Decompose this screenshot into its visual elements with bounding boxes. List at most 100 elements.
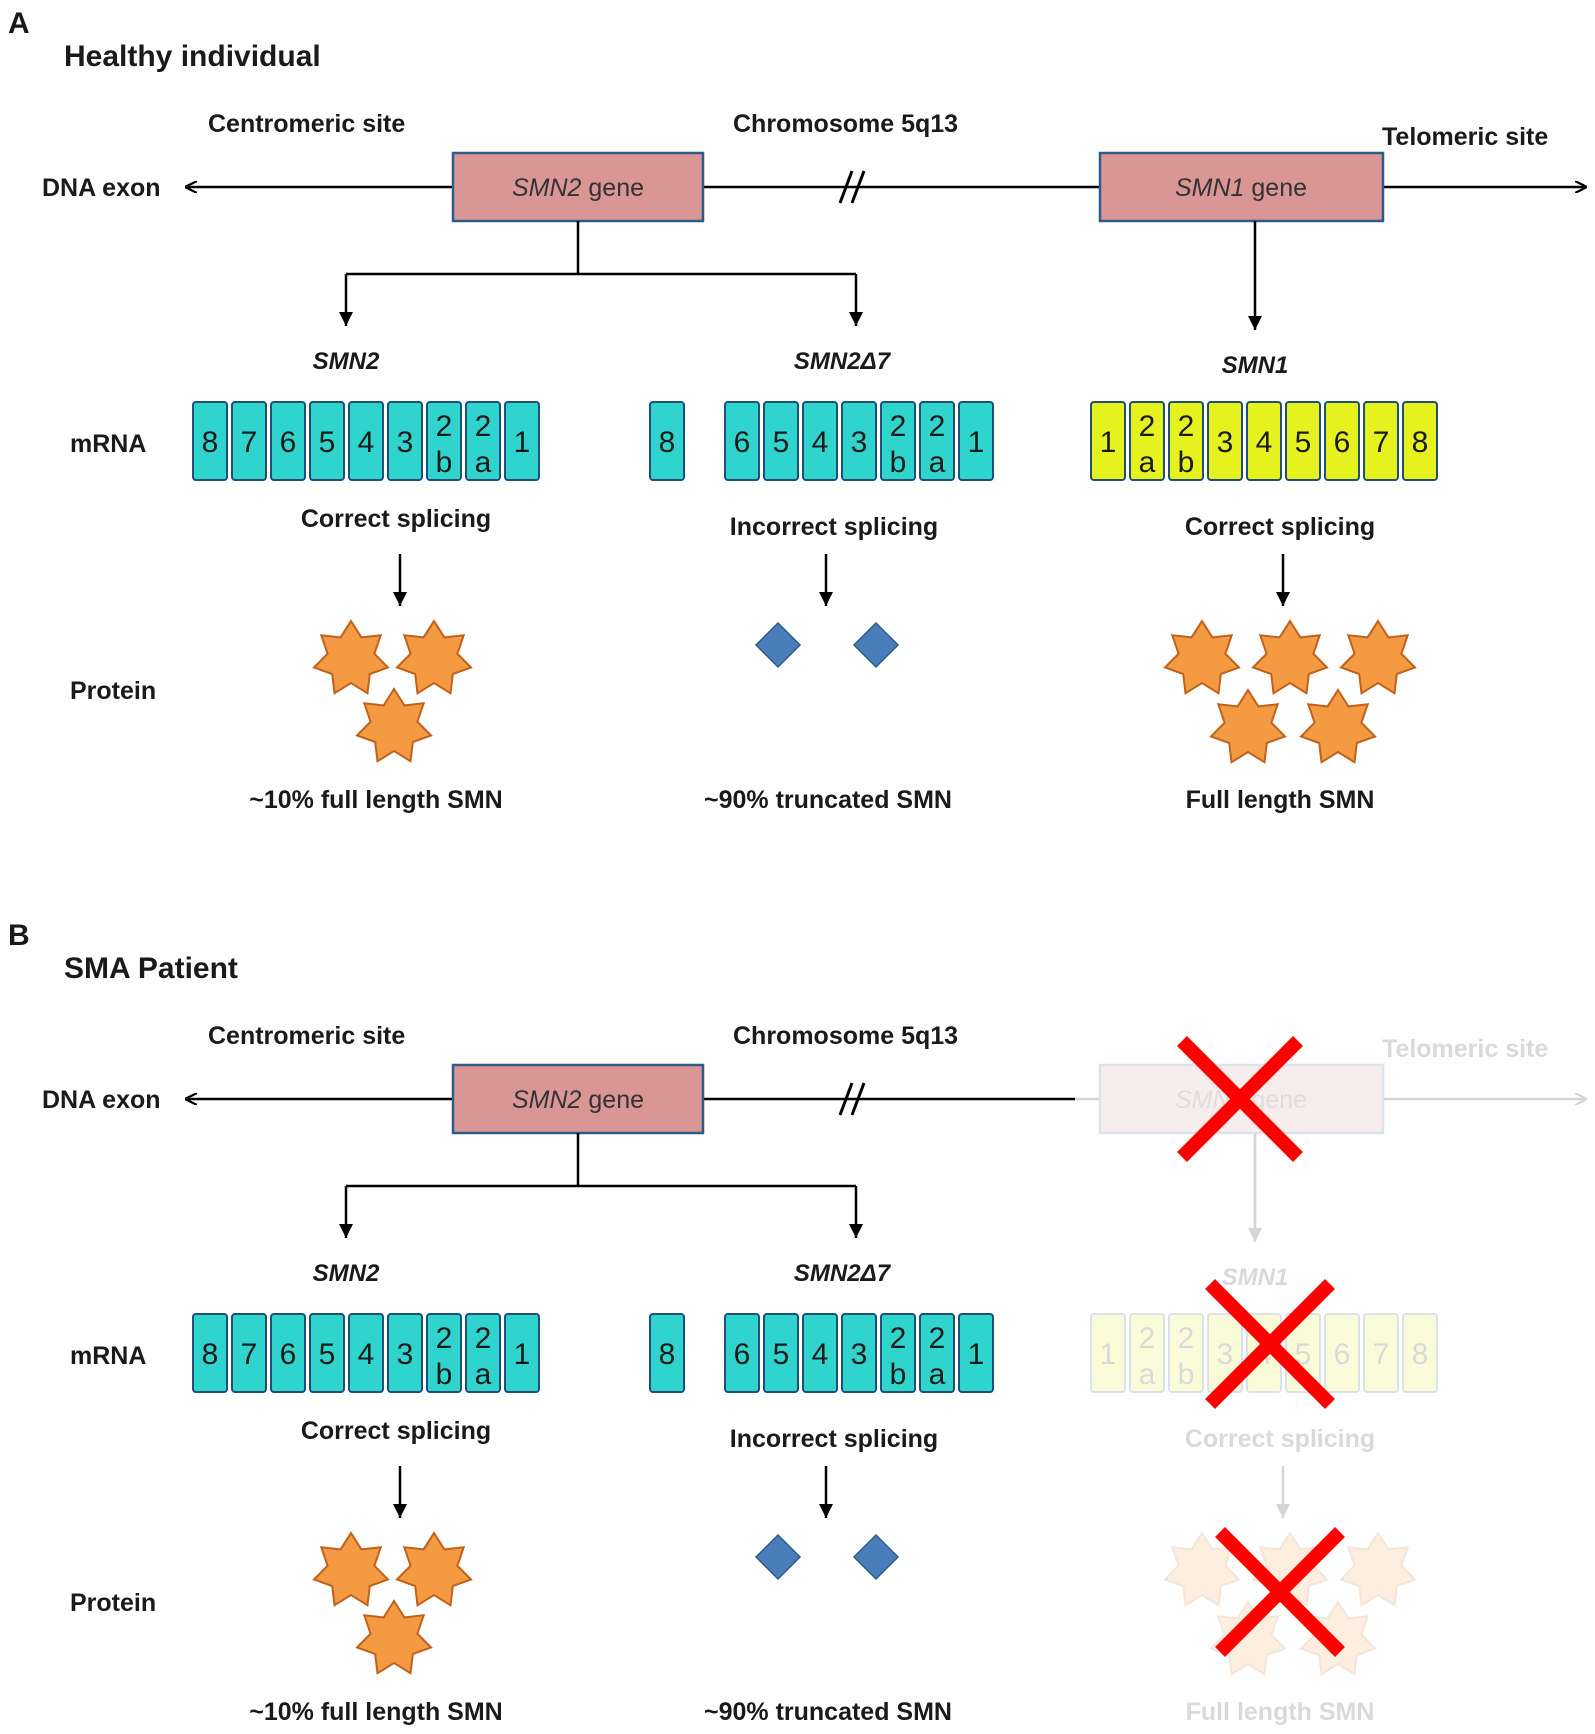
exon-box bbox=[841, 401, 877, 481]
break-mark-1 bbox=[838, 170, 854, 204]
exon-box bbox=[958, 1313, 994, 1393]
smn2-gene: SMN2 gene bbox=[451, 151, 705, 223]
exon-label: 8 bbox=[659, 1338, 676, 1371]
full-length-smn-protein bbox=[1163, 1531, 1241, 1607]
smn1-outcome-label: Full length SMN bbox=[1186, 1698, 1375, 1726]
exon-label: 5 bbox=[1295, 426, 1312, 459]
gene-suffix: gene bbox=[581, 1086, 644, 1114]
full-length-smn-protein bbox=[312, 1531, 390, 1607]
exon-label: 4 bbox=[358, 426, 375, 459]
exon-box bbox=[1324, 1313, 1360, 1393]
exon-box bbox=[387, 401, 423, 481]
smn1-exon: 4 bbox=[1246, 401, 1282, 481]
smn2-delta7-exon: 5 bbox=[763, 401, 799, 481]
smn2-delta7-exon: 8 bbox=[649, 1313, 685, 1393]
mrna-label: mRNA bbox=[70, 1342, 146, 1370]
exon-box bbox=[348, 401, 384, 481]
exon-box bbox=[649, 1313, 685, 1393]
smn2-delta7-exon: 3 bbox=[841, 1313, 877, 1393]
centromeric-site-label: Centromeric site bbox=[208, 110, 405, 138]
exon-label: 6 bbox=[280, 426, 297, 459]
protein-label: Protein bbox=[70, 677, 156, 705]
exon-box bbox=[465, 401, 501, 481]
exon-label: 7 bbox=[241, 426, 258, 459]
smn2-delta7-isoform-label: SMN2Δ7 bbox=[794, 348, 892, 375]
smn2-delta7-exon: 1 bbox=[958, 1313, 994, 1393]
smn1-isoform-label: SMN1 bbox=[1222, 352, 1289, 379]
full-length-smn-protein bbox=[1339, 619, 1417, 695]
exon-label: 8 bbox=[202, 1338, 219, 1371]
smn1-splicing-label: Correct splicing bbox=[1185, 513, 1375, 541]
exon-box bbox=[192, 401, 228, 481]
exon-box bbox=[465, 1313, 501, 1393]
exon-label: 1 bbox=[1100, 426, 1117, 459]
dna-exon-label: DNA exon bbox=[42, 174, 161, 202]
exon-label: 8 bbox=[202, 426, 219, 459]
smn2-delta7-exon: 1 bbox=[958, 401, 994, 481]
exon-box bbox=[1402, 401, 1438, 481]
full-length-smn-protein bbox=[395, 619, 473, 695]
exon-box bbox=[919, 1313, 955, 1393]
smn2-gene: SMN2 gene bbox=[451, 1063, 705, 1135]
smn2-exon: 6 bbox=[270, 1313, 306, 1393]
exon-box bbox=[724, 401, 760, 481]
exon-box bbox=[1246, 401, 1282, 481]
full-length-smn-protein bbox=[1209, 688, 1287, 764]
exon-box bbox=[1363, 401, 1399, 481]
exon-label: 1 bbox=[514, 426, 531, 459]
full-length-smn-protein bbox=[355, 687, 433, 763]
exon-box bbox=[504, 401, 540, 481]
exon-box bbox=[1168, 1313, 1204, 1393]
exon-box bbox=[192, 1313, 228, 1393]
exon-box bbox=[1129, 1313, 1165, 1393]
smn2-gene-box bbox=[451, 1063, 705, 1135]
smn2-exon: 1 bbox=[504, 401, 540, 481]
exon-label: 1 bbox=[968, 1338, 985, 1371]
smn2-delta7-exon: 4 bbox=[802, 1313, 838, 1393]
exon-label: 3 bbox=[397, 426, 414, 459]
smn2-exon: 7 bbox=[231, 1313, 267, 1393]
exon-box bbox=[1090, 1313, 1126, 1393]
cross-stroke bbox=[1205, 1279, 1335, 1409]
exon-box bbox=[1285, 401, 1321, 481]
full-length-smn-protein bbox=[1163, 619, 1241, 695]
exon-box bbox=[1129, 401, 1165, 481]
gene-suffix: gene bbox=[581, 174, 644, 202]
smn1-exon: 1 bbox=[1090, 401, 1126, 481]
exon-box bbox=[1402, 1313, 1438, 1393]
smn2-exon: 8 bbox=[192, 401, 228, 481]
exon-box bbox=[841, 1313, 877, 1393]
exon-label: 4 bbox=[358, 1338, 375, 1371]
exon-box bbox=[958, 401, 994, 481]
exon-label: 3 bbox=[1217, 1338, 1234, 1371]
smn2-delta7-exon: 8 bbox=[649, 401, 685, 481]
smn2-delta7-exon: 6 bbox=[724, 1313, 760, 1393]
break-mark-2 bbox=[850, 1082, 866, 1116]
exon-label: 6 bbox=[280, 1338, 297, 1371]
smn2-isoform-label: SMN2 bbox=[313, 348, 380, 375]
exon-box bbox=[919, 401, 955, 481]
chromosome-label: Chromosome 5q13 bbox=[733, 1022, 958, 1050]
smn2-delta7-exon: 3 bbox=[841, 401, 877, 481]
exon-box bbox=[802, 1313, 838, 1393]
truncated-smn-protein bbox=[852, 1533, 900, 1581]
exon-label: 3 bbox=[397, 1338, 414, 1371]
exon-label: 5 bbox=[319, 426, 336, 459]
smn1-isoform-label: SMN1 bbox=[1222, 1264, 1289, 1291]
centromeric-site-label: Centromeric site bbox=[208, 1022, 405, 1050]
exon-label: 3 bbox=[851, 426, 868, 459]
panel-title: Healthy individual bbox=[64, 40, 321, 73]
exon-label: 5 bbox=[773, 426, 790, 459]
